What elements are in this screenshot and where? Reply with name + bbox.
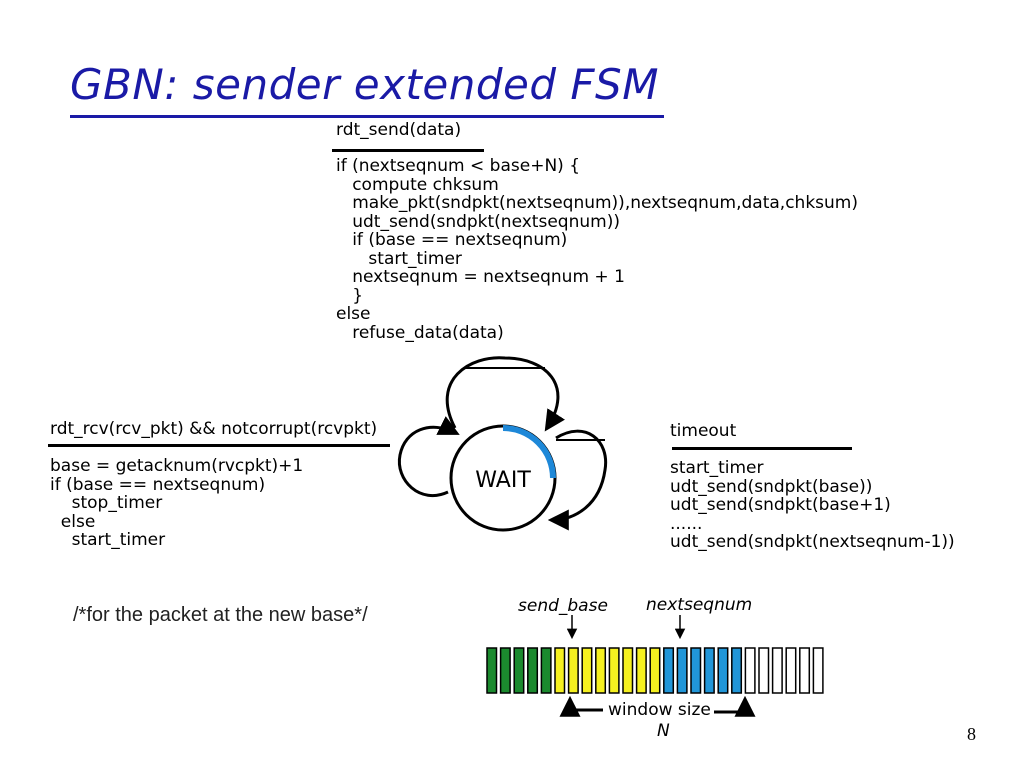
seq-slot-sent-unacked [581, 647, 593, 694]
ack-action-line: base = getacknum(rvcpkt)+1 [50, 456, 304, 476]
window-left-bracket [559, 695, 603, 717]
timeout-divider [672, 447, 852, 450]
send-action-line: else [336, 304, 371, 324]
seq-slot-sent-unacked [567, 647, 579, 694]
timeout-action-line: ...... [670, 513, 703, 534]
seq-slot-sent-unacked [622, 647, 634, 694]
seq-slot-usable-not-sent [663, 647, 675, 694]
seq-slot-usable-not-sent [717, 647, 729, 694]
timeout-action-line: udt_send(sndpkt(base+1) [670, 495, 891, 515]
wait-state-label: WAIT [475, 468, 531, 493]
title-underline [70, 115, 664, 118]
ack-divider [48, 444, 390, 447]
timeout-action-line: udt_send(sndpkt(nextseqnum-1)) [670, 532, 955, 552]
slide-title: GBN: sender extended FSM [70, 60, 659, 109]
seq-slot-not-usable [785, 647, 797, 694]
page-number: 8 [967, 724, 976, 744]
ack-action-line: if (base == nextseqnum) [50, 474, 266, 495]
ack-action-line: stop_timer [50, 493, 163, 513]
seq-slot-not-usable [799, 647, 811, 694]
window-right-bracket [714, 695, 756, 717]
nextseqnum-label: nextseqnum [646, 595, 753, 615]
seq-slot-usable-not-sent [731, 647, 743, 694]
send-action-line: } [336, 285, 364, 306]
seq-slot-sent-unacked [595, 647, 607, 694]
ack-event: rdt_rcv(rcv_pkt) && notcorrupt(rcvpkt) [50, 419, 378, 439]
send-base-label: send_base [518, 596, 608, 616]
seq-slot-sent-unacked [554, 647, 566, 694]
send-actions: if (nextseqnum < base+N) { compute chksu… [336, 157, 858, 342]
send-action-line: if (base == nextseqnum) [336, 230, 568, 250]
seq-slot-not-usable [758, 647, 770, 694]
wait-state-highlight [502, 425, 556, 479]
send-action-line: compute chksum [336, 174, 499, 195]
seq-slot-sent-unacked [649, 647, 661, 694]
send-action-line: udt_send(sndpkt(nextseqnum)) [336, 211, 620, 232]
seq-slot-acked [486, 647, 498, 694]
seq-slot-not-usable [744, 647, 756, 694]
seq-slot-acked [513, 647, 525, 694]
window-n-label: N [657, 721, 670, 741]
send-action-line: make_pkt(sndpkt(nextseqnum)),nextseqnum,… [336, 193, 858, 213]
window-strip [486, 647, 824, 694]
seq-slot-usable-not-sent [690, 647, 702, 694]
send-action-line: start_timer [336, 248, 462, 269]
seq-slot-not-usable [812, 647, 824, 694]
send-action-line: nextseqnum = nextseqnum + 1 [336, 267, 625, 287]
seq-slot-acked [499, 647, 511, 694]
seq-slot-acked [540, 647, 552, 694]
seq-slot-acked [527, 647, 539, 694]
ack-self-loop [397, 416, 460, 498]
timeout-event: timeout [670, 421, 737, 441]
seq-slot-usable-not-sent [703, 647, 715, 694]
seq-slot-usable-not-sent [676, 647, 688, 694]
timeout-action-line: udt_send(sndpkt(base)) [670, 476, 873, 497]
send-action-line: if (nextseqnum < base+N) { [336, 156, 581, 176]
send-event: rdt_send(data) [336, 120, 462, 140]
send-action-line: refuse_data(data) [336, 322, 504, 343]
comment-text: /*for the packet at the new base*/ [73, 604, 368, 626]
send-divider [332, 149, 484, 152]
seq-slot-not-usable [771, 647, 783, 694]
timeout-self-loop [547, 429, 608, 531]
ack-action-line: else [50, 511, 96, 532]
seq-slot-sent-unacked [608, 647, 620, 694]
window-size-label: window size [608, 700, 711, 720]
timeout-action-line: start_timer [670, 458, 764, 478]
send-self-loop [445, 356, 565, 432]
ack-action-line: start_timer [50, 530, 166, 550]
seq-slot-sent-unacked [635, 647, 647, 694]
